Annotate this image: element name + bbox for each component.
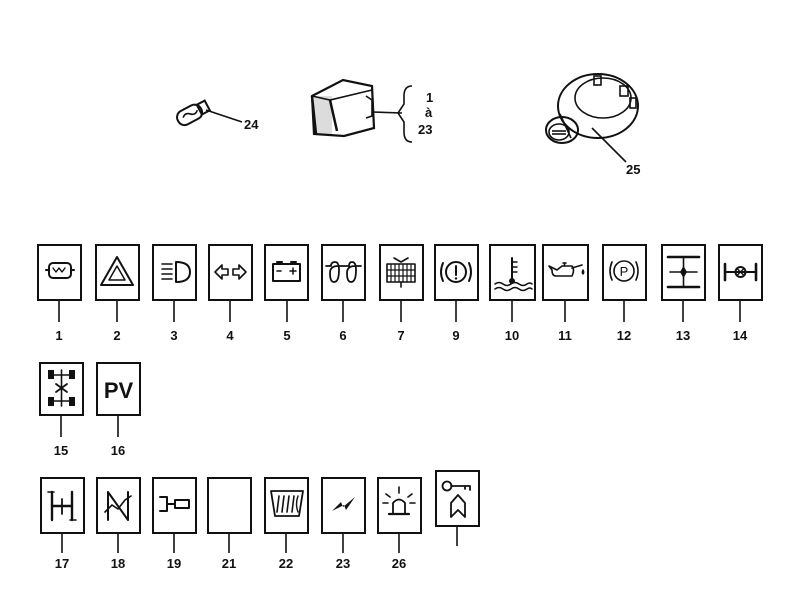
symbol-7: 7 bbox=[379, 244, 424, 343]
symbol-label: 15 bbox=[54, 443, 68, 458]
symbol-18: 18 bbox=[96, 477, 141, 571]
symbol-label: 16 bbox=[111, 443, 125, 458]
rear-defrost-icon bbox=[270, 490, 304, 517]
callout-24: 24 bbox=[244, 117, 259, 132]
ignition-switch-part: 25 bbox=[545, 73, 640, 177]
symbol-label: 26 bbox=[392, 556, 406, 571]
symbol-22: 23 bbox=[321, 477, 366, 571]
symbol-5: 5 bbox=[264, 244, 309, 343]
symbol-3: 3 bbox=[152, 244, 197, 343]
oil-pressure-icon bbox=[548, 262, 585, 277]
spark-icon bbox=[332, 497, 355, 511]
symbol-6: 6 bbox=[321, 244, 366, 343]
blank-icon bbox=[207, 477, 252, 534]
bulb-part: 24 bbox=[176, 99, 259, 132]
symbol-label: 22 bbox=[279, 556, 293, 571]
symbol-label: 19 bbox=[167, 556, 181, 571]
symbol-14: 14 bbox=[718, 244, 763, 343]
coolant-temperature-icon bbox=[494, 257, 533, 292]
symbol-label: 23 bbox=[336, 556, 350, 571]
symbol-label: 14 bbox=[733, 328, 748, 343]
callout-25: 25 bbox=[626, 162, 640, 177]
hitch-icon bbox=[159, 496, 190, 512]
symbol-label: 21 bbox=[222, 556, 236, 571]
symbol-13: 13 bbox=[661, 244, 706, 343]
symbol-label: 11 bbox=[558, 328, 572, 343]
key-ignition-icon bbox=[441, 480, 471, 518]
symbol-label: 17 bbox=[55, 556, 69, 571]
symbol-label: 2 bbox=[113, 328, 120, 343]
beacon-light-icon bbox=[382, 486, 416, 516]
gearshift-pattern-icon bbox=[47, 490, 77, 522]
symbol-11: 11 bbox=[542, 244, 589, 343]
symbol-23: 26 bbox=[377, 477, 422, 571]
radiator-fan-icon bbox=[386, 257, 416, 288]
symbol-label: 1 bbox=[55, 328, 62, 343]
symbol-16: PV 16 bbox=[96, 362, 141, 458]
symbol-label: 10 bbox=[505, 328, 519, 343]
symbol-label: 13 bbox=[676, 328, 690, 343]
headlight-beam-icon bbox=[161, 261, 191, 283]
seat-heater-icon bbox=[45, 262, 75, 279]
callout-range-word: à bbox=[425, 105, 433, 120]
axle-lock-icon bbox=[723, 262, 758, 282]
symbol-12: P 12 bbox=[602, 244, 647, 343]
symbol-9: 9 bbox=[434, 244, 479, 343]
symbol-26 bbox=[435, 470, 480, 546]
symbol-label: 7 bbox=[397, 328, 404, 343]
four-wheel-drive-icon bbox=[48, 369, 75, 407]
symbol-label: 6 bbox=[339, 328, 346, 343]
symbol-label: 5 bbox=[283, 328, 290, 343]
symbol-label: 3 bbox=[170, 328, 177, 343]
callout-23-switch: 23 bbox=[418, 122, 432, 137]
symbol-10: 10 bbox=[489, 244, 536, 343]
rocker-switch-part: 1 à 23 bbox=[310, 78, 433, 143]
symbol-2: 2 bbox=[95, 244, 140, 343]
symbol-21: 22 bbox=[264, 477, 309, 571]
differential-lock-icon bbox=[666, 255, 701, 289]
symbol-20: 21 bbox=[207, 477, 252, 571]
symbol-1: 1 bbox=[37, 244, 82, 343]
parking-brake-icon: P bbox=[609, 260, 639, 282]
neutral-gear-icon bbox=[104, 491, 132, 521]
hazard-warning-icon bbox=[100, 256, 134, 286]
battery-icon bbox=[272, 261, 301, 282]
symbol-19: 19 bbox=[152, 477, 197, 571]
brake-warning-icon bbox=[440, 261, 472, 283]
callout-1: 1 bbox=[426, 90, 433, 105]
symbol-label: 9 bbox=[452, 328, 459, 343]
svg-text:P: P bbox=[620, 264, 629, 279]
symbol-label: 18 bbox=[111, 556, 125, 571]
pv-text-icon: PV bbox=[104, 378, 134, 403]
glow-plug-icon bbox=[325, 261, 362, 283]
symbol-label: 12 bbox=[617, 328, 631, 343]
symbol-4: 4 bbox=[208, 244, 253, 343]
symbol-15: 15 bbox=[39, 362, 84, 458]
symbol-17: 17 bbox=[40, 477, 85, 571]
turn-signal-icon bbox=[214, 264, 247, 280]
symbol-label: 4 bbox=[226, 328, 234, 343]
